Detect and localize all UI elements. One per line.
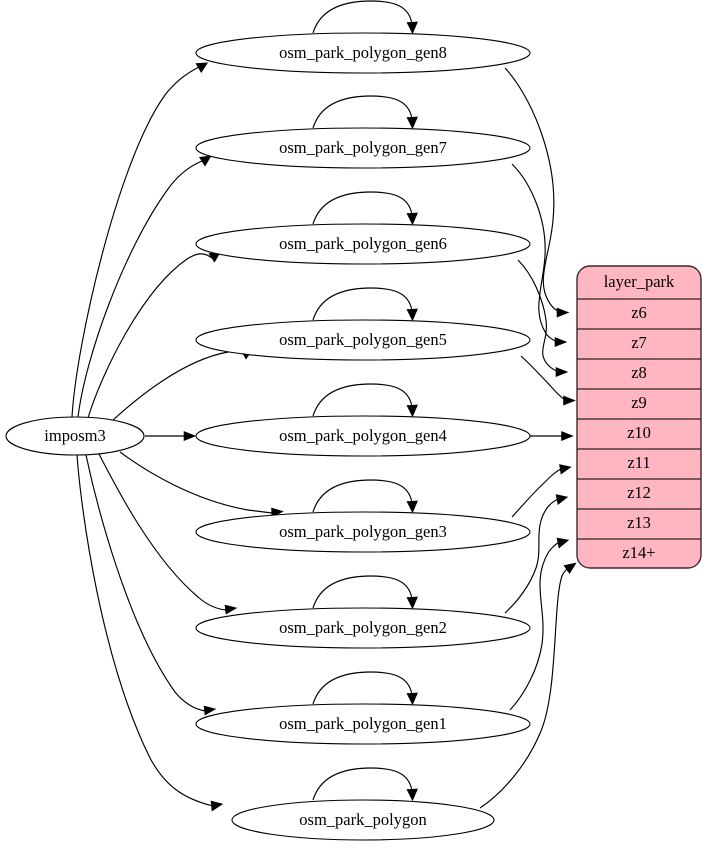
self-loop-gen4[interactable] xyxy=(312,383,418,418)
node-gen4[interactable]: osm_park_polygon_gen4 xyxy=(195,415,531,457)
layer-park-row-z9[interactable]: z9 xyxy=(631,393,647,412)
gen3-ellipse xyxy=(195,511,531,553)
gen4-label: osm_park_polygon_gen4 xyxy=(279,426,447,445)
edge-imposm3-to-gen4[interactable] xyxy=(145,431,197,441)
layer-park-row-z14plus[interactable]: z14+ xyxy=(622,543,655,562)
edge-gen2-to-z12[interactable] xyxy=(504,494,569,614)
gen7-ellipse xyxy=(195,127,531,169)
layer-park-row-z7[interactable]: z7 xyxy=(631,333,647,352)
edge-group-tables-to-layer xyxy=(479,67,577,809)
edge-gen3-to-z11[interactable] xyxy=(511,464,572,518)
node-gen1[interactable]: osm_park_polygon_gen1 xyxy=(195,703,531,745)
edge-imposm3-to-gen3[interactable] xyxy=(119,451,284,518)
node-gen2[interactable]: osm_park_polygon_gen2 xyxy=(195,607,531,649)
self-loop-gen6[interactable] xyxy=(312,191,418,226)
base-label: osm_park_polygon xyxy=(299,810,426,829)
gen5-ellipse xyxy=(195,319,531,361)
self-loop-gen3[interactable] xyxy=(312,479,418,514)
edge-imposm3-to-base[interactable] xyxy=(76,454,224,812)
edge-imposm3-to-gen1[interactable] xyxy=(85,454,217,716)
edge-group-imposm3-to-tables xyxy=(71,62,284,812)
gen4-ellipse xyxy=(195,415,531,457)
gen6-ellipse xyxy=(195,223,531,265)
base-ellipse xyxy=(231,799,495,841)
gen1-ellipse xyxy=(195,703,531,745)
self-loop-gen7[interactable] xyxy=(312,95,418,130)
gen8-label: osm_park_polygon_gen8 xyxy=(279,43,447,62)
node-gen3[interactable]: osm_park_polygon_gen3 xyxy=(195,511,531,553)
self-loop-group xyxy=(312,0,418,802)
layer-park-row-z13[interactable]: z13 xyxy=(627,513,651,532)
edge-gen8-to-z6[interactable] xyxy=(504,67,570,318)
edge-imposm3-to-gen2[interactable] xyxy=(98,453,238,615)
gen3-label: osm_park_polygon_gen3 xyxy=(279,522,447,541)
edge-gen7-to-z7[interactable] xyxy=(511,163,568,347)
node-gen7[interactable]: osm_park_polygon_gen7 xyxy=(195,127,531,169)
layer-park-row-z12[interactable]: z12 xyxy=(627,483,651,502)
imposm3-label: imposm3 xyxy=(44,426,105,445)
layer-park-row-z6[interactable]: z6 xyxy=(631,303,647,322)
node-base[interactable]: osm_park_polygon xyxy=(231,799,495,841)
self-loop-gen8[interactable] xyxy=(312,0,418,35)
layer-park-row-z11[interactable]: z11 xyxy=(627,453,650,472)
gen8-ellipse xyxy=(195,32,531,74)
gen7-label: osm_park_polygon_gen7 xyxy=(279,138,447,157)
gen1-label: osm_park_polygon_gen1 xyxy=(279,714,447,733)
node-gen6[interactable]: osm_park_polygon_gen6 xyxy=(195,223,531,265)
layer-park-body xyxy=(576,265,702,569)
edge-imposm3-to-gen8[interactable] xyxy=(71,62,209,418)
edge-gen5-to-z9[interactable] xyxy=(520,355,576,406)
layer-park-row-z8[interactable]: z8 xyxy=(631,363,647,382)
edge-gen1-to-z13[interactable] xyxy=(509,537,570,711)
node-gen8[interactable]: osm_park_polygon_gen8 xyxy=(195,32,531,74)
self-loop-gen1[interactable] xyxy=(312,671,418,706)
edge-imposm3-to-gen5[interactable] xyxy=(111,349,254,422)
edge-base-to-z14plus[interactable] xyxy=(479,562,577,809)
gen6-label: osm_park_polygon_gen6 xyxy=(279,234,447,253)
self-loop-gen2[interactable] xyxy=(312,575,418,610)
self-loop-base[interactable] xyxy=(312,767,418,802)
node-gen5[interactable]: osm_park_polygon_gen5 xyxy=(195,319,531,361)
imposm3-ellipse xyxy=(5,416,145,456)
gen2-ellipse xyxy=(195,607,531,649)
gen2-label: osm_park_polygon_gen2 xyxy=(279,618,447,637)
self-loop-gen5[interactable] xyxy=(312,287,418,322)
edge-imposm3-to-gen7[interactable] xyxy=(77,155,212,418)
node-imposm3[interactable]: imposm3 xyxy=(5,416,145,456)
gen5-label: osm_park_polygon_gen5 xyxy=(279,330,447,349)
edge-gen4-to-z10[interactable] xyxy=(530,431,574,441)
node-layer-park[interactable]: layer_park z6 z7 z8 z9 z10 z11 z12 z13 z… xyxy=(576,265,702,569)
layer-park-row-z10[interactable]: z10 xyxy=(627,423,651,442)
layer-park-header-label: layer_park xyxy=(604,272,675,291)
edge-gen6-to-z8[interactable] xyxy=(517,259,569,377)
